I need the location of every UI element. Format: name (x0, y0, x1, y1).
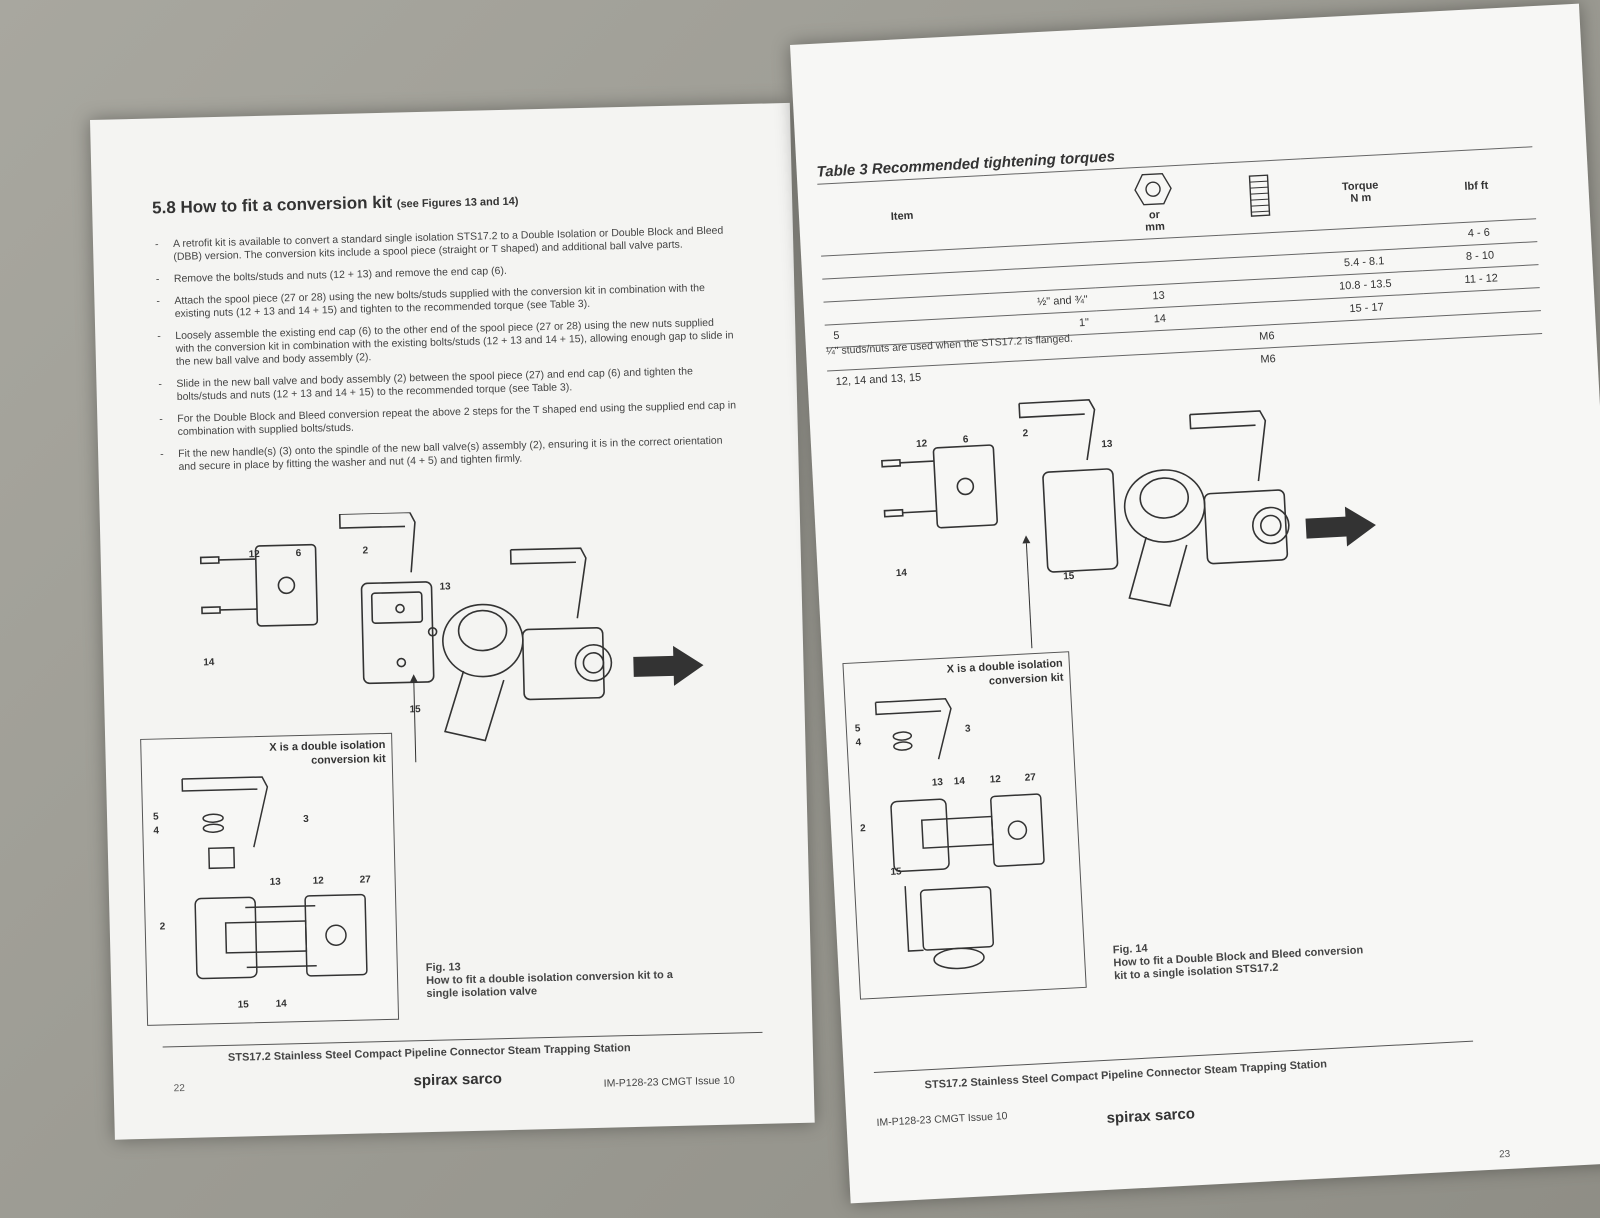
column-header: Torque N m (1300, 152, 1421, 231)
part-callout: 12 (989, 773, 1002, 786)
part-callout: 12 (248, 548, 260, 561)
valve-exploded-illustration (199, 511, 704, 763)
column-header: lbf ft (1416, 146, 1537, 225)
page-number: 23 (1498, 1148, 1511, 1161)
section-heading-text: 5.8 How to fit a conversion kit (151, 192, 393, 218)
part-callout: 15 (409, 704, 421, 716)
part-callout: 3 (303, 813, 309, 825)
column-header: Item (817, 175, 987, 257)
part-callout: 13 (931, 777, 944, 789)
part-callout: 6 (962, 434, 969, 446)
figure-caption: Fig. 13 How to fit a double isolation co… (426, 956, 674, 1001)
part-callout: 13 (439, 581, 451, 593)
instruction-item: Attach the spool piece (27 or 28) using … (154, 281, 734, 321)
part-callout: 13 (1101, 438, 1113, 451)
instruction-item: Fit the new handle(s) (3) onto the spind… (158, 434, 738, 474)
part-callout: 12 (915, 438, 928, 450)
table-cell (1426, 333, 1544, 363)
instruction-item: Remove the bolts/studs and nuts (12 + 13… (154, 259, 734, 286)
part-callout: 4 (153, 825, 160, 837)
page-number: 22 (173, 1082, 185, 1095)
column-header (1214, 158, 1305, 236)
part-callout: 5 (854, 723, 861, 735)
part-callout: 2 (859, 823, 866, 835)
manual-page-23: Table 3 Recommended tightening torques I… (790, 3, 1600, 1204)
table-header-row: Item or mm Torque N m lbf ft (817, 146, 1537, 257)
document-reference: IM-P128-23 CMGT Issue 10 (603, 1074, 735, 1090)
part-callout: 2 (362, 545, 369, 557)
table-cell (1310, 339, 1428, 369)
footer-rule (162, 1031, 763, 1048)
instruction-item: Loosely assemble the existing end cap (6… (155, 316, 736, 369)
column-header (983, 170, 1093, 248)
part-callout: 14 (275, 998, 287, 1010)
part-callout: 15 (237, 999, 249, 1011)
part-callout: 3 (964, 723, 971, 735)
part-callout: 2 (159, 921, 166, 933)
instruction-list: A retrofit kit is available to convert a… (153, 224, 739, 483)
section-heading: 5.8 How to fit a conversion kit (see Fig… (152, 190, 519, 219)
table-cell (992, 356, 1100, 385)
part-callout: 4 (855, 737, 862, 749)
part-callout: 12 (312, 875, 324, 887)
document-reference: IM-P128-23 CMGT Issue 10 (876, 1110, 1008, 1129)
instruction-item: A retrofit kit is available to convert a… (153, 224, 733, 264)
dbb-exploded-illustration (881, 399, 1376, 649)
part-callout: 13 (269, 876, 281, 888)
dbb-conversion-kit-inset: X is a double isolation conversion kit 5… (842, 651, 1087, 1000)
conversion-kit-inset: X is a double isolation conversion kit 5… (140, 732, 400, 1026)
part-callout: 14 (203, 657, 215, 669)
conversion-kit-illustration (181, 776, 368, 980)
part-callout: 14 (953, 775, 966, 788)
part-callout: 5 (152, 811, 159, 823)
part-callout: 6 (295, 547, 302, 560)
torque-table: Item or mm Torque N m lbf ft 4 - 6 (817, 146, 1544, 394)
column-header: or mm (1088, 163, 1219, 242)
table-cell: M6 (1224, 345, 1312, 373)
figure-caption: Fig. 14 How to fit a Double Block and Bl… (1113, 931, 1365, 983)
section-heading-note: (see Figures 13 and 14) (396, 195, 519, 211)
instruction-item: For the Double Block and Bleed conversio… (157, 399, 737, 439)
dbb-conversion-kit-illustration (874, 697, 1045, 970)
manual-page-22: 5.8 How to fit a conversion kit (see Fig… (90, 102, 815, 1140)
stud-thread-icon (1248, 174, 1271, 217)
spirax-sarco-logo: spirax sarco (1106, 1105, 1196, 1127)
instruction-item: Slide in the new ball valve and body ass… (156, 364, 736, 404)
spirax-sarco-logo: spirax sarco (413, 1070, 503, 1090)
part-callout: 14 (895, 567, 908, 580)
footer-title: STS17.2 Stainless Steel Compact Pipeline… (924, 1058, 1328, 1092)
footer-title: STS17.2 Stainless Steel Compact Pipeline… (227, 1042, 631, 1064)
part-callout: 15 (1062, 570, 1075, 583)
part-callout: 27 (1024, 772, 1037, 784)
hex-nut-icon (1134, 172, 1172, 206)
part-callout: 15 (890, 866, 902, 878)
part-callout: 27 (359, 874, 371, 886)
part-callout: 2 (1022, 428, 1029, 440)
